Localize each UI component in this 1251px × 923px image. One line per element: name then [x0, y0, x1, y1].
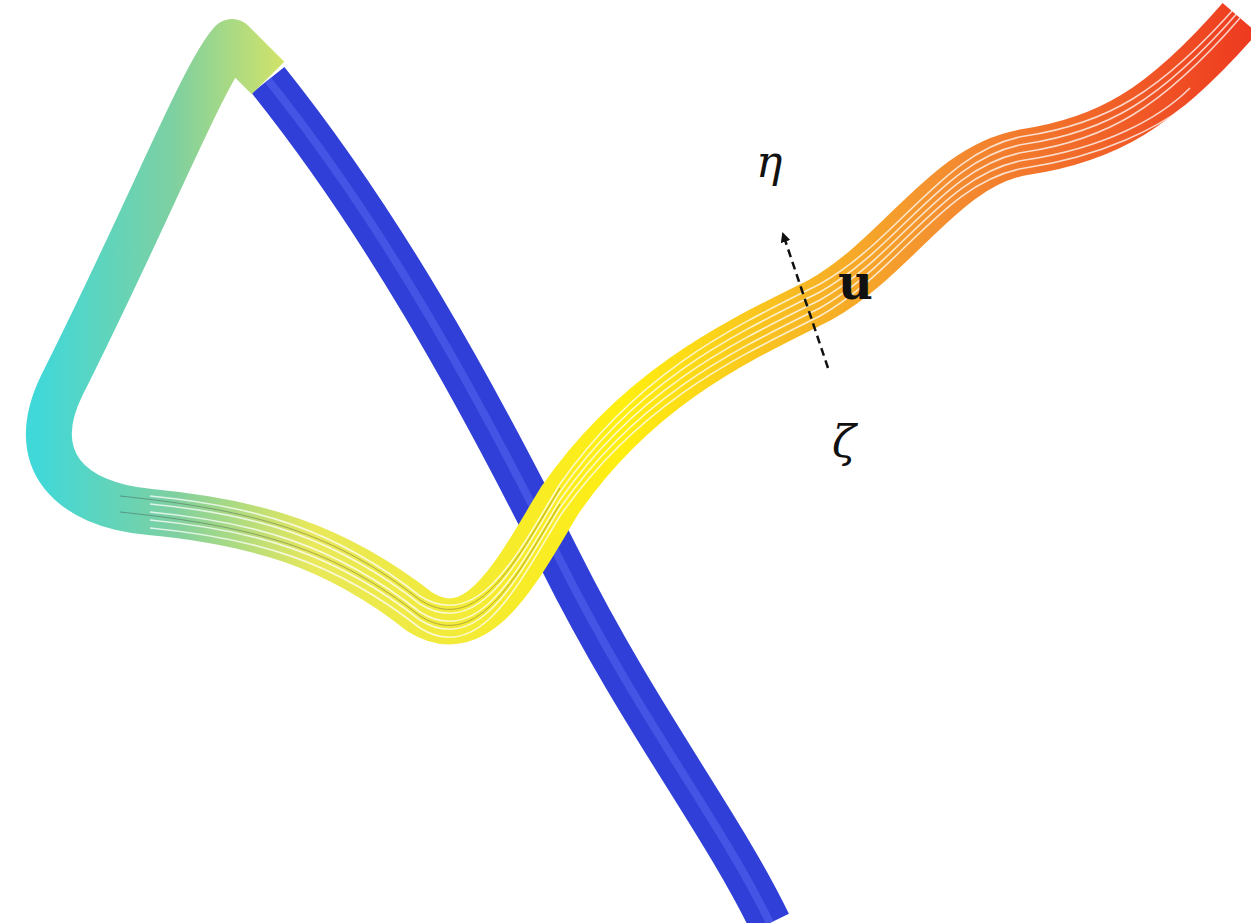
- label-holder: η: [756, 140, 782, 184]
- axis-label: ζ: [832, 420, 856, 464]
- vector-arrow: [783, 234, 828, 368]
- main-ribbon: [49, 2, 1240, 637]
- axis-label: η: [756, 140, 782, 184]
- vector-label: u: [838, 258, 873, 306]
- label-holder: ζ: [832, 420, 856, 464]
- blue-ribbon-shade: [268, 80, 770, 923]
- label-holder: u: [838, 258, 873, 306]
- blue-ribbon: [268, 80, 770, 923]
